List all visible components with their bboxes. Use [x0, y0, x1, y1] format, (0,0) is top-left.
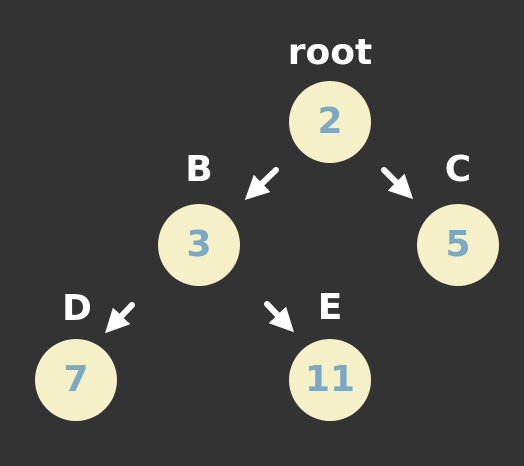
edge-b-to-d: [105, 302, 135, 334]
node-b-value: 3: [186, 224, 212, 265]
label-c: C: [444, 149, 472, 190]
label-e: E: [317, 287, 343, 328]
node-b: 3: [158, 204, 240, 286]
edge-root-to-b: [244, 167, 279, 200]
label-b: B: [185, 149, 213, 190]
edge-root-to-c: [381, 167, 414, 200]
node-c-value: 5: [445, 224, 471, 265]
label-root: root: [287, 32, 373, 73]
node-root-value: 2: [317, 101, 343, 142]
node-c: 5: [417, 204, 499, 286]
label-d: D: [62, 288, 92, 329]
node-root: 2: [289, 81, 371, 163]
node-e: 11: [289, 339, 371, 421]
node-d-value: 7: [63, 359, 89, 400]
node-e-value: 11: [304, 359, 356, 400]
node-d: 7: [35, 339, 117, 421]
edge-b-to-e: [264, 301, 294, 333]
